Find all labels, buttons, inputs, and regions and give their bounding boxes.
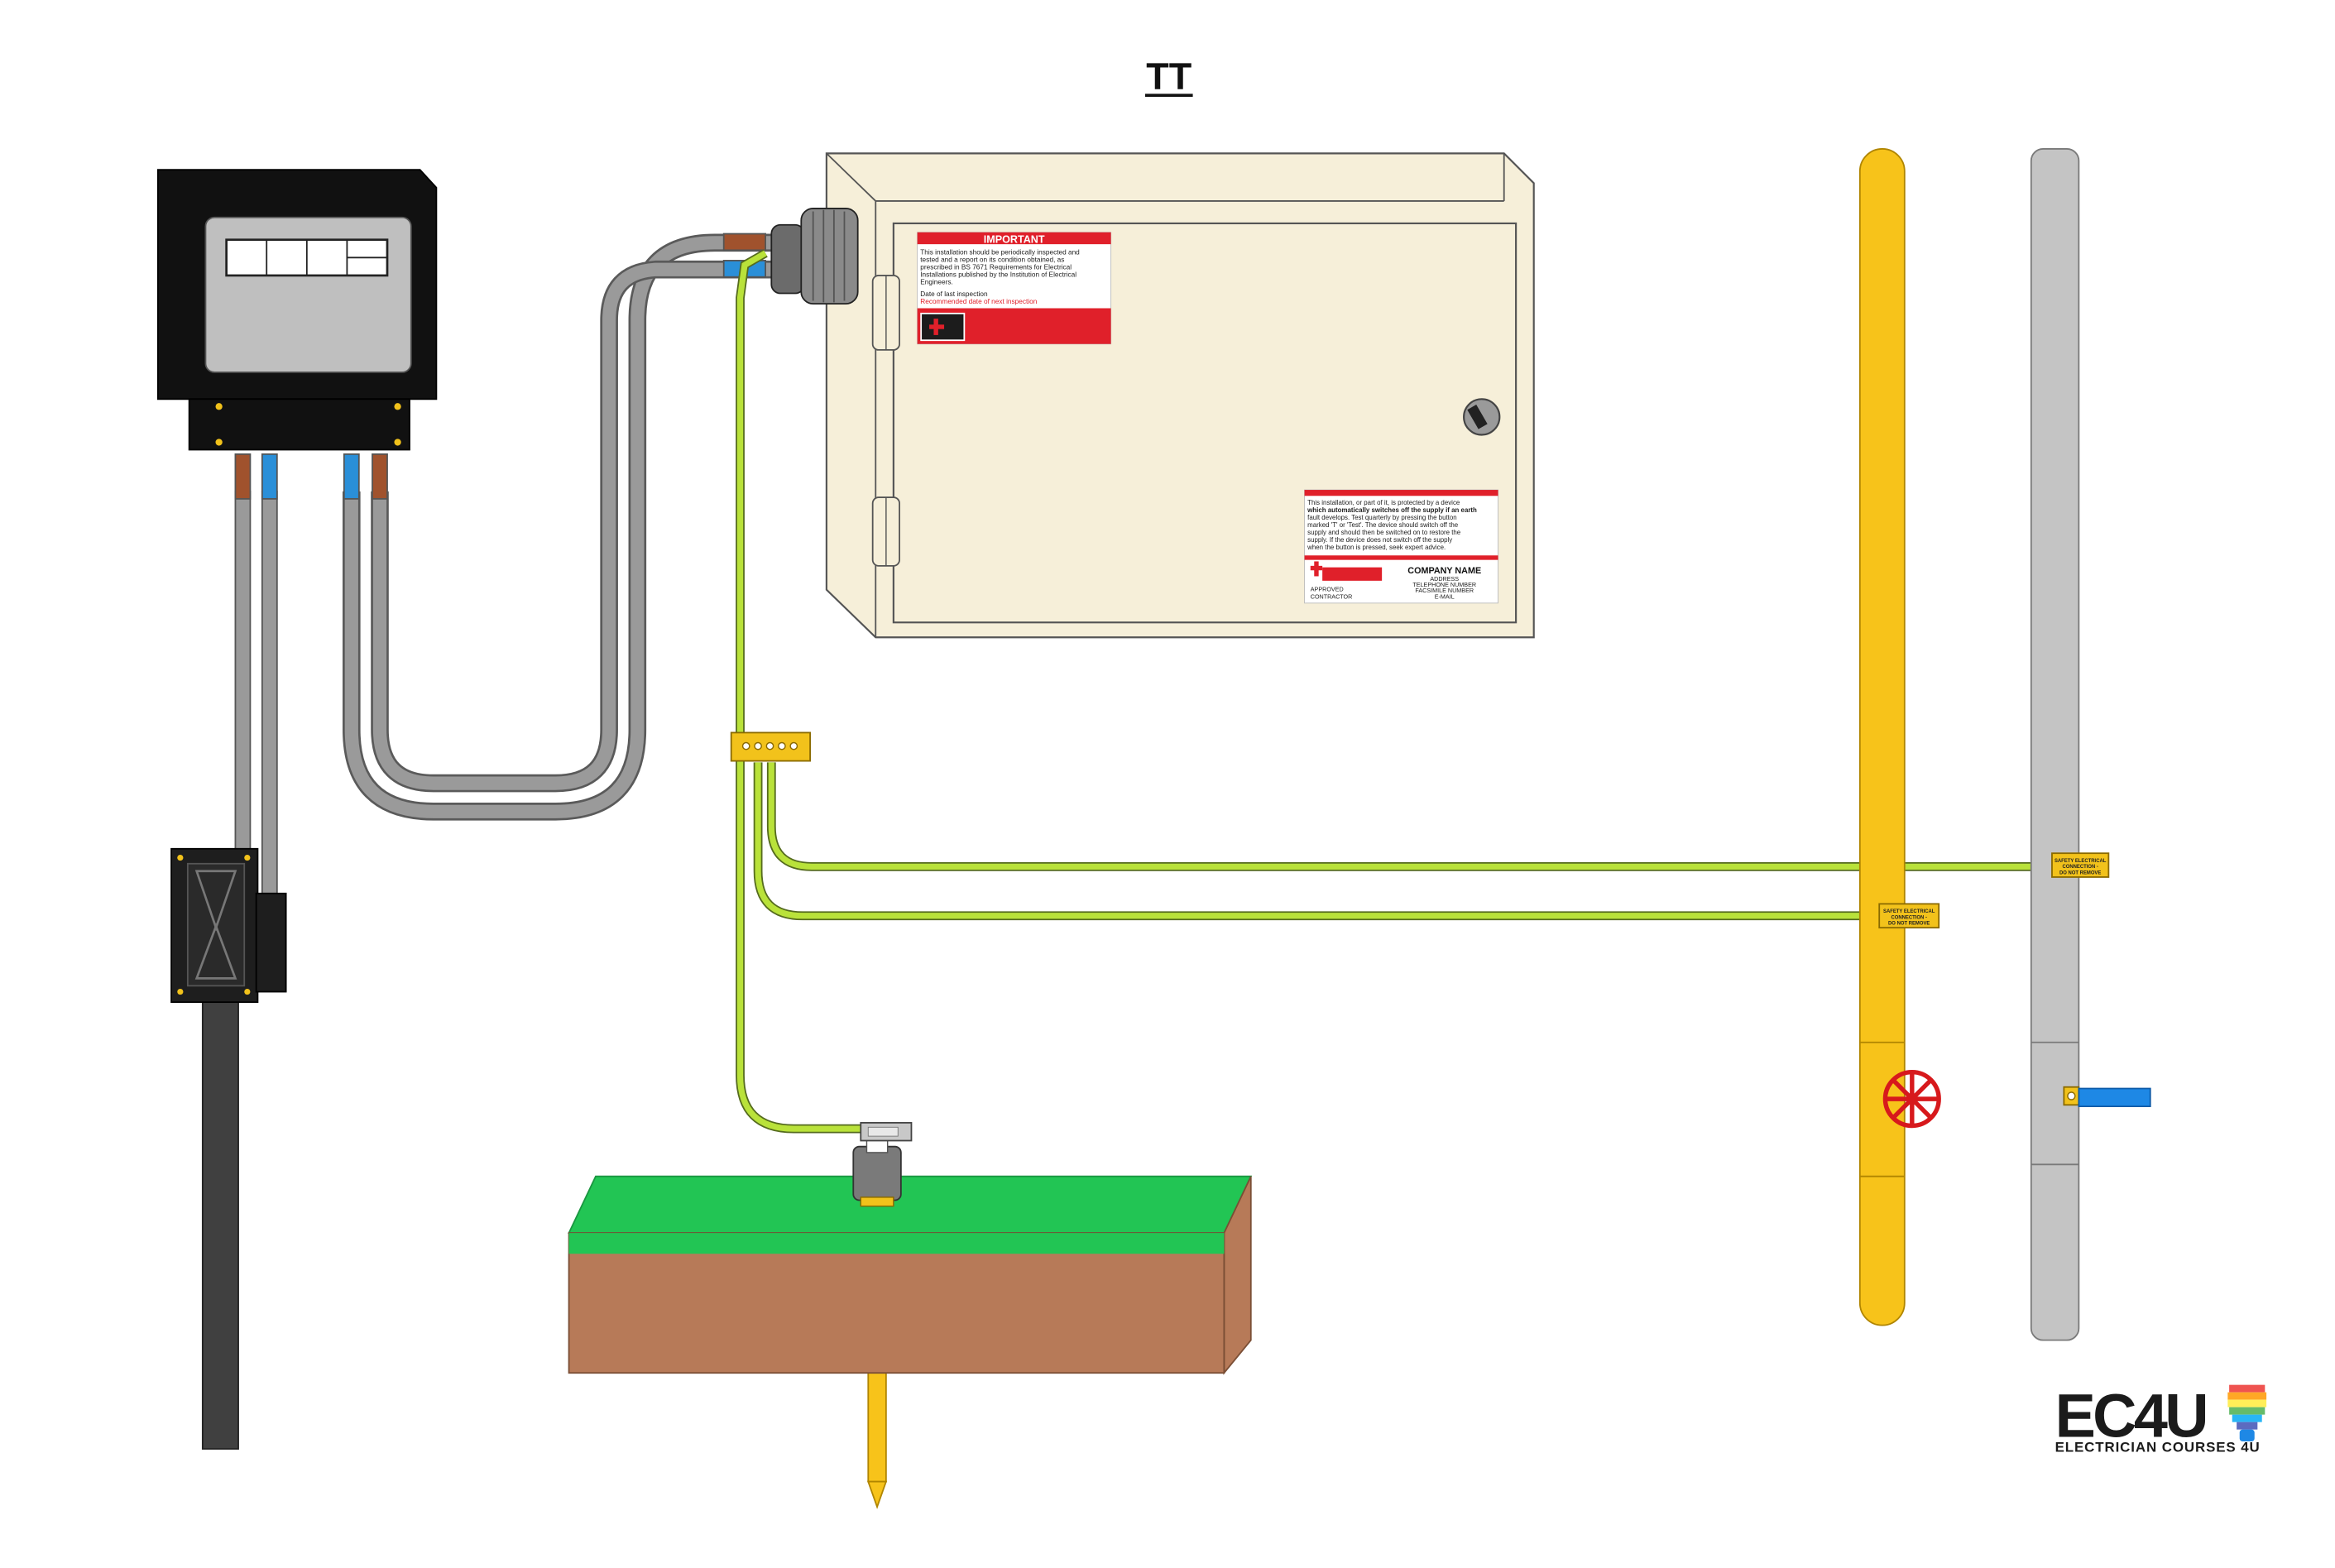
- company-line-1: ADDRESS: [1430, 575, 1459, 583]
- diagram-title: TT: [1146, 55, 1191, 98]
- important-line-5: Engineers.: [920, 279, 953, 286]
- important-line-4: Installations published by the Instituti…: [920, 271, 1076, 279]
- meter-tails-inner: [371, 260, 774, 793]
- cu-tail-brown-end: [722, 233, 767, 252]
- rcd-line-5: supply and should then be switched on to…: [1307, 529, 1461, 536]
- lightbulb-icon: [2227, 1384, 2267, 1442]
- rcd-test-label: This installation, or part of it, is pro…: [1304, 489, 1498, 604]
- gas-clamp-label-1: SAFETY ELECTRICAL: [1883, 909, 1935, 914]
- gas-valve-handwheel: [1882, 1070, 1941, 1129]
- logo-text: EC4U: [2055, 1382, 2206, 1451]
- rcd-line-1: This installation, or part of it, is pro…: [1307, 499, 1460, 506]
- date-next-inspection: Recommended date of next inspection: [920, 298, 1037, 305]
- approved-line-2: CONTRACTOR: [1311, 592, 1353, 600]
- electricity-meter: [156, 169, 438, 451]
- cut-out: [170, 847, 287, 1004]
- gas-clamp-label-2: CONNECTION -: [1891, 915, 1926, 920]
- gas-bonding-conductor: [753, 762, 1886, 921]
- water-pipe: [2030, 148, 2080, 1341]
- gas-pipe: [1858, 148, 1906, 1326]
- important-heading: IMPORTANT: [984, 233, 1045, 245]
- periodic-inspection-label: IMPORTANT This installation should be pe…: [917, 232, 1112, 345]
- company-line-2: TELEPHONE NUMBER: [1412, 581, 1476, 588]
- earth-rod: [867, 1339, 888, 1509]
- water-clamp-label-1: SAFETY ELECTRICAL: [2055, 859, 2107, 864]
- rcd-line-7: when the button is pressed, seek expert …: [1307, 544, 1446, 551]
- approved-line-1: APPROVED: [1311, 585, 1344, 592]
- important-line-2: tested and a report on its condition obt…: [920, 257, 1064, 264]
- meter-tail-right: [261, 490, 278, 894]
- main-earthing-terminal: [730, 731, 811, 762]
- incoming-supply-cable: [201, 996, 239, 1450]
- gas-clamp-label-3: DO NOT REMOVE: [1888, 922, 1930, 927]
- meter-tail-brown-sleeve: [372, 453, 388, 500]
- cable-gland: [770, 208, 859, 305]
- meter-tail-left: [234, 490, 252, 865]
- water-stop-valve: [2063, 1086, 2151, 1108]
- rcd-line-6: supply. If the device does not switch of…: [1307, 536, 1452, 544]
- logo-subtitle: ELECTRICIAN COURSES 4U: [2055, 1440, 2261, 1455]
- important-line-1: This installation should be periodically…: [920, 249, 1080, 257]
- rcd-line-3: fault develops. Test quarterly by pressi…: [1307, 514, 1457, 521]
- company-line-3: FACSIMILE NUMBER: [1415, 587, 1474, 594]
- ground-block: [568, 1175, 1253, 1375]
- rcd-line-2: which automatically switches off the sup…: [1307, 506, 1477, 514]
- water-earth-clamp: SAFETY ELECTRICAL CONNECTION - DO NOT RE…: [2051, 852, 2110, 878]
- rcd-line-4: marked 'T' or 'Test'. The device should …: [1307, 521, 1459, 529]
- gas-earth-clamp: SAFETY ELECTRICAL CONNECTION - DO NOT RE…: [1878, 903, 1940, 929]
- company-name: COMPANY NAME: [1407, 566, 1481, 576]
- important-line-3: prescribed in BS 7671 Requirements for E…: [920, 264, 1072, 271]
- tail-blue-sleeve: [261, 453, 278, 500]
- ec4u-logo: EC4U ELECTRICIAN COURSES 4U: [2055, 1382, 2267, 1455]
- water-clamp-label-3: DO NOT REMOVE: [2059, 870, 2101, 875]
- earth-electrode-clamp: [852, 1122, 913, 1207]
- company-line-4: E-MAIL: [1435, 592, 1455, 600]
- tail-brown-sleeve: [234, 453, 252, 500]
- date-last-inspection: Date of last inspection: [920, 290, 988, 298]
- water-clamp-label-2: CONNECTION -: [2062, 865, 2098, 870]
- meter-tail-blue-sleeve: [343, 453, 360, 500]
